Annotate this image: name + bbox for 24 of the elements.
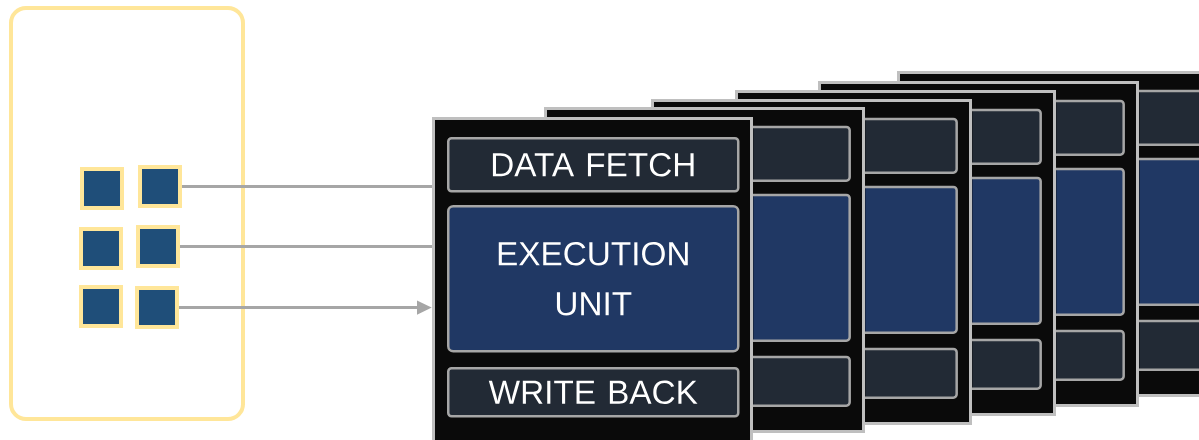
- stage-box: [753, 355, 851, 407]
- execution-unit-box: [1139, 157, 1199, 306]
- stage-box: [1056, 329, 1125, 381]
- execution-unit-box: EXECUTION UNIT: [447, 205, 740, 353]
- core-square: [136, 225, 180, 268]
- execution-unit-box: [1056, 167, 1125, 316]
- stage-box: [1056, 99, 1125, 156]
- stage-box: [972, 338, 1042, 390]
- stage-box: [865, 347, 958, 399]
- stage-box: [1139, 89, 1199, 146]
- execution-unit-box: [972, 176, 1042, 325]
- stage-box: DATA FETCH: [447, 137, 740, 193]
- execution-unit-box: [865, 185, 958, 334]
- core-square: [79, 227, 123, 270]
- core-square: [80, 167, 124, 210]
- stage-box: [753, 125, 851, 182]
- stage-box: [865, 117, 958, 174]
- stage-box: [972, 108, 1042, 165]
- execution-unit-box: [753, 193, 851, 342]
- stage-box: [1139, 319, 1199, 371]
- core-square: [79, 285, 123, 328]
- core-square: [135, 286, 179, 329]
- stage-box: WRITE BACK: [447, 367, 740, 418]
- core-square: [138, 165, 182, 208]
